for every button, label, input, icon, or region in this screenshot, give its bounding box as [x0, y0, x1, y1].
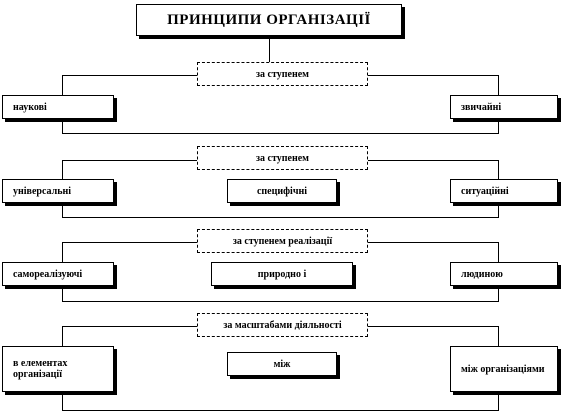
diagram-title: ПРИНЦИПИ ОРГАНІЗАЦІЇ [136, 4, 402, 36]
connector-group2-bottom [62, 217, 499, 218]
connector-group4-bottom [62, 410, 499, 411]
principle-ordinary: звичайні [450, 95, 558, 119]
principle-between: між [227, 352, 337, 376]
criterion-box-1: за ступенем [197, 62, 368, 86]
principle-by-human: людиною [450, 262, 558, 286]
connector-group3-bottom [62, 301, 499, 302]
principle-scientific: наукові [2, 95, 114, 119]
principle-between-orgs: між організаціями [450, 346, 558, 392]
criterion-box-3: за ступенем реалізації [197, 229, 368, 253]
connector-title-stem [269, 36, 270, 62]
principle-in-org-elements: в елементах організації [2, 346, 114, 392]
principle-situational: ситуаційні [450, 179, 558, 203]
principle-universal: універсальні [2, 179, 114, 203]
principle-specific: специфічні [227, 179, 337, 203]
principle-self-realizing: самореалізуючі [2, 262, 114, 286]
criterion-box-2: за ступенем [197, 146, 368, 170]
principle-naturally: природно і [211, 262, 353, 286]
criterion-box-4: за масштабами діяльності [197, 313, 368, 337]
connector-group1-bottom [62, 133, 499, 134]
